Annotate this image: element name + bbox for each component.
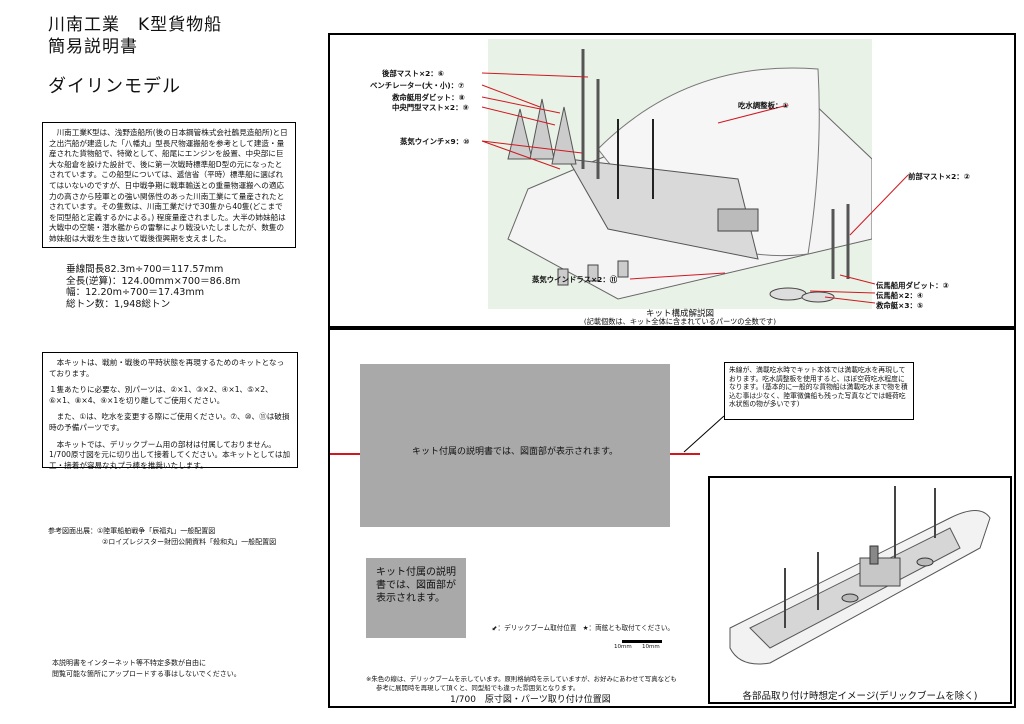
- upload-notice-line: 閲覧可能な箇所にアップロードする事はしないでください。: [52, 669, 241, 678]
- label-steam-winch: 蒸気ウインチ×9：⑩: [400, 137, 470, 146]
- legend-glue: ：両舷とも取付てください。: [588, 624, 675, 632]
- notes-box: 本キットは、戦前・戦後の平時状態を再現するためのキットとなっております。 １隻あ…: [42, 352, 298, 470]
- label-front-mast: 前部マスト×2：②: [908, 172, 970, 181]
- scale-label-b: 10mm: [642, 644, 660, 650]
- label-lifeboat: 救命艇×3：⑤: [876, 301, 924, 310]
- assembly-image-caption: 各部品取り付け時想定イメージ(デリックブームを除く): [742, 691, 978, 702]
- drawing-legend: ⬋：デリックブーム取付位置 ★：両舷とも取付てください。: [492, 622, 674, 632]
- parts-diagram-panel: 後部マスト×2：⑥ ベンチレーター(大・小)：⑦ 救命艇用ダビット：⑧ 中央門型…: [328, 33, 1016, 328]
- draft-callout-text: 朱線が、満載吃水時でキット本体では満載吃水を再現しております。吃水調整板を使用す…: [729, 366, 908, 409]
- parts-diagram-caption: キット構成解説図: [645, 309, 714, 319]
- parts-render-area: [488, 39, 873, 309]
- references-label: 参考図面出展：: [48, 527, 97, 535]
- label-center-gate-mast: 中央門型マスト×2：⑨: [392, 103, 469, 112]
- doc-title-line1: 川南工業 K型貨物船: [48, 15, 223, 35]
- draft-callout-box: 朱線が、満載吃水時でキット本体では満載吃水を再現しております。吃水調整板を使用す…: [724, 362, 914, 420]
- parts-leader-lines: [481, 72, 909, 304]
- doc-title-line2: 簡易説明書: [48, 37, 138, 57]
- drawing-footnote-2: 参考に展開時を再現して頂くと、同型船でも違った雰囲気となります。: [376, 684, 580, 692]
- doc-subtitle: ダイリンモデル: [48, 76, 181, 97]
- note-item: また、①は、吃水を変更する際にご使用ください。⑦、⑩、⑪は破損時の予備パーツです…: [49, 412, 290, 432]
- derrick-mark-icon: ⬋: [492, 624, 498, 632]
- upload-notice: 本説明書をインターネット等不特定多数が自由に 閲覧可能な箇所にアップロードする事…: [52, 658, 241, 679]
- label-tender-davit: 伝馬船用ダビット：③: [876, 281, 949, 290]
- spec-item: 総トン数：1,948総トン: [66, 298, 171, 310]
- drawing-placeholder-small-text: キット付属の説明書では、図面部が表示されます。: [376, 567, 456, 604]
- parts-diagram-caption-note: (記載個数は、キット全体に含まれているパーツの全数です): [583, 317, 777, 326]
- note-item: １隻あたりに必要な、別パーツは、②×1、③×2、④×1、⑤×2、⑥×1、⑧×4、…: [49, 385, 273, 405]
- note-item: 本キットでは、デリックブーム用の部材は付属しておりません。1/700原寸図を元に…: [49, 439, 291, 470]
- spec-item: 全長(逆算)：124.00mm×700＝86.8m: [66, 275, 241, 287]
- label-rear-mast: 後部マスト×2：⑥: [382, 69, 444, 78]
- spec-item: 幅：12.20m÷700＝17.43mm: [66, 287, 205, 299]
- drawing-footnote-1: ※朱色の線は、デリックブームを示しています。原則格納時を示していますが、お好みに…: [366, 675, 677, 683]
- parts-sprue-illustration: [507, 49, 873, 303]
- scale-bar: [622, 640, 662, 643]
- drawing-placeholder-large: キット付属の説明書では、図面部が表示されます。: [360, 364, 670, 527]
- label-lifeboat-davit: 救命艇用ダビット：⑧: [392, 93, 465, 102]
- drawing-caption: 1/700 原寸図・パーツ取り付け位置図: [450, 695, 611, 705]
- callout-pointer: [683, 415, 725, 453]
- ship-assembly-render: [729, 486, 991, 665]
- label-ventilator: ベンチレーター(大・小)：⑦: [370, 81, 465, 90]
- legend-derrick: ：デリックブーム取付位置: [497, 624, 577, 632]
- specs-list: 垂線間長82.3m÷700＝117.57mm 全長(逆算)：124.00mm×7…: [66, 264, 240, 310]
- label-steam-windlass: 蒸気ウインドラス×2：⑪: [532, 275, 618, 284]
- drawing-placeholder-small: キット付属の説明書では、図面部が表示されます。: [366, 558, 466, 638]
- description-box: 川南工業K型は、浅野造船所(後の日本鋼管株式会社鶴見造船所)と日之出汽船が建造し…: [42, 122, 296, 248]
- label-tender: 伝馬船×2：④: [876, 291, 924, 300]
- reference-item: ①陸軍船舶戦争「辰福丸」一般配置図: [97, 527, 216, 535]
- label-draft-plate: 吃水調整板：①: [738, 101, 789, 110]
- reference-item: ②ロイズレジスター財団公開資料「殺和丸」一般配置図: [102, 537, 277, 546]
- drawing-placeholder-large-text: キット付属の説明書では、図面部が表示されます。: [411, 447, 619, 457]
- star-icon: ★: [582, 624, 589, 632]
- note-item: 本キットは、戦前・戦後の平時状態を再現するためのキットとなっております。: [49, 358, 285, 378]
- upload-notice-line: 本説明書をインターネット等不特定多数が自由に: [52, 659, 206, 667]
- references: 参考図面出展：①陸軍船舶戦争「辰福丸」一般配置図 ②ロイズレジスター財団公開資料…: [48, 526, 276, 547]
- scale-label-a: 10mm: [614, 644, 632, 650]
- waterline-right: [670, 453, 700, 455]
- spec-item: 垂線間長82.3m÷700＝117.57mm: [66, 264, 224, 275]
- description-text: 川南工業K型は、浅野造船所(後の日本鋼管株式会社鶴見造船所)と日之出汽船が建造し…: [49, 128, 288, 243]
- assembly-image-panel: 各部品取り付け時想定イメージ(デリックブームを除く): [708, 476, 1012, 704]
- waterline-left: [330, 453, 360, 455]
- drawing-panel: キット付属の説明書では、図面部が表示されます。 キット付属の説明書では、図面部が…: [328, 328, 1016, 708]
